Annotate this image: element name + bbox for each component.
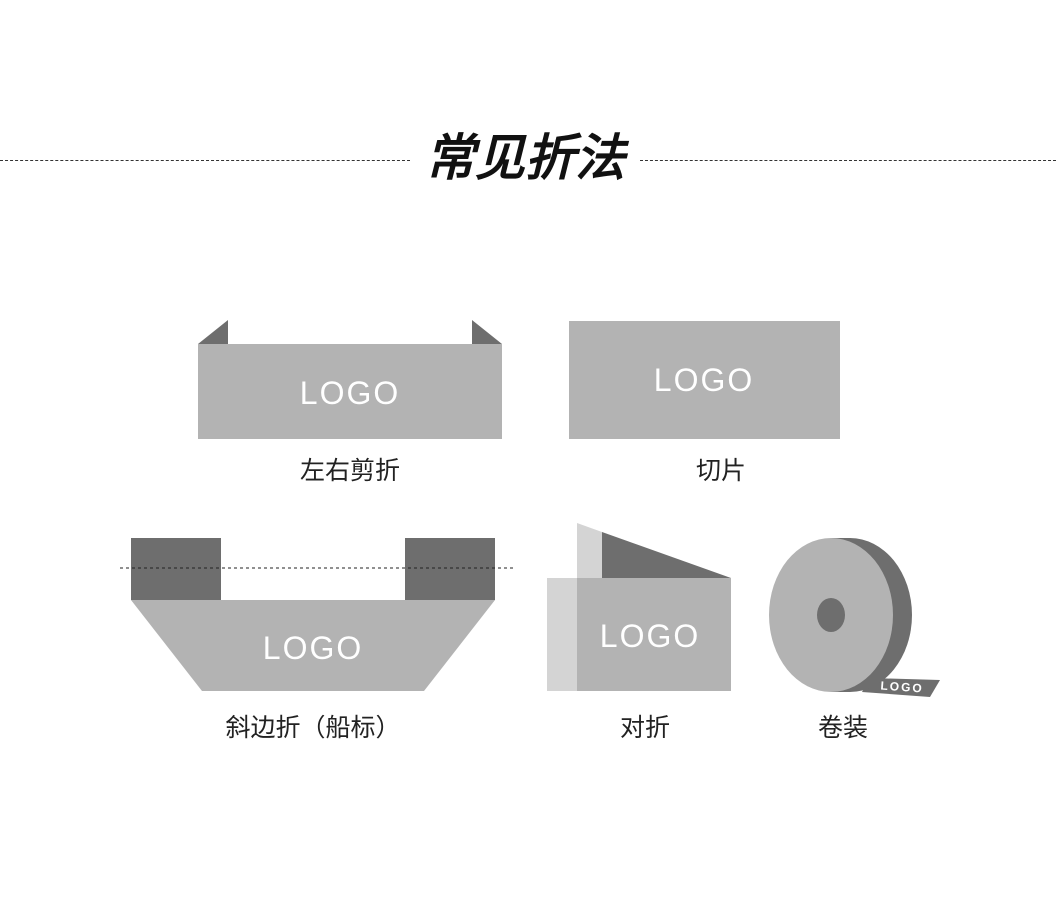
fold-center-illustration: LOGO [547,523,731,691]
fold-flat-illustration: LOGO [569,321,840,439]
mitre-label [131,600,495,691]
fold-mitre-illustration: LOGO [120,538,515,691]
center-fold-top-flap-dark [602,532,731,578]
caption-flat: 切片 [695,456,746,485]
right-fold-tab [472,320,502,344]
caption-mitre-fold: 斜边折（船标） [225,713,401,742]
mitre-logo-text: LOGO [263,630,363,666]
title-row: 常见折法 [0,130,1056,190]
mitre-right-flap [405,538,495,600]
fold-cut-illustration: LOGO [198,320,502,439]
center-fold-label [577,578,731,691]
roll-tail-strip [862,678,940,697]
center-fold-back-edge [547,578,577,691]
title-dash-left [0,160,410,161]
cut-fold-label [198,344,502,439]
left-fold-tab [198,320,228,344]
center-fold-top-flap-light [577,523,602,578]
flat-logo-text: LOGO [654,362,754,398]
mitre-left-flap [131,538,221,600]
center-fold-logo-text: LOGO [600,618,700,654]
page-title: 常见折法 [425,129,625,187]
caption-center-fold: 对折 [619,713,670,742]
caption-roll: 卷装 [817,713,868,742]
title-dash-right [640,160,1056,161]
roll-core [817,598,845,632]
flat-label [569,321,840,439]
caption-cut-fold: 左右剪折 [299,456,400,485]
cut-fold-logo-text: LOGO [300,375,400,411]
fold-roll-illustration: LOGO [769,538,940,697]
roll-tail-logo-text: LOGO [880,679,924,696]
